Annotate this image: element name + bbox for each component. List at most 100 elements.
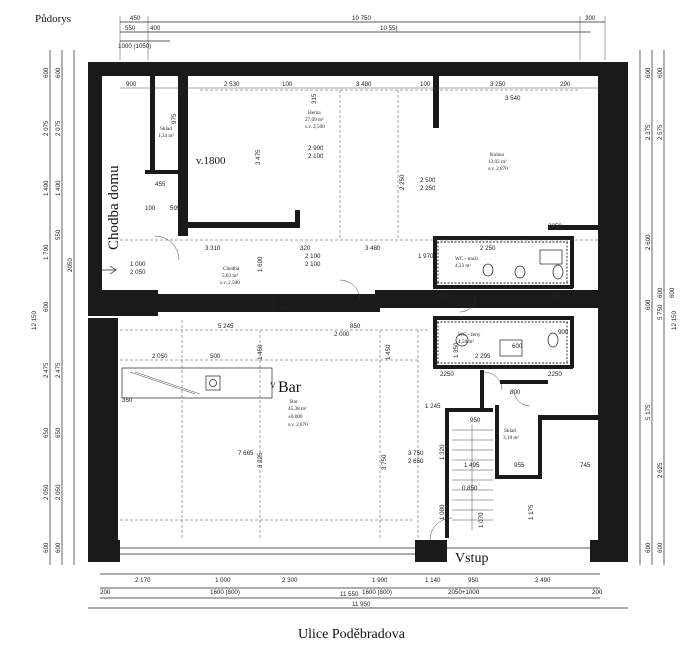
- dim-1175: 1 175: [528, 504, 535, 520]
- dim-1600: 1 600: [257, 256, 264, 272]
- dim-2250d: 2250: [548, 223, 562, 230]
- dim-r-600b: 600: [657, 67, 664, 78]
- dim-2000: 2 000: [334, 331, 350, 338]
- room-wc-muzi-name: WC - muži: [455, 256, 479, 262]
- room-bar-area: 45,38 m²: [288, 406, 307, 412]
- room-chodba-height: s.v. 2,500: [220, 280, 240, 286]
- dim-bot-1000: 1 000: [215, 577, 231, 584]
- entrance-label: Vstup: [455, 551, 488, 566]
- dim-l-2050: 2050: [67, 258, 74, 272]
- dim-r-2625: 2 625: [657, 462, 664, 478]
- room-sklad-top-area: 1,34 m²: [158, 133, 174, 139]
- wc-fixtures: [455, 249, 564, 357]
- dim-5245: 5 245: [218, 323, 234, 330]
- dim-int-100a: 100: [282, 81, 293, 88]
- corridor-label: Chodba domu: [106, 165, 122, 250]
- dim-800: 800: [510, 389, 521, 396]
- dim-bot-1140: 1 140: [425, 577, 441, 584]
- room-herna-height: s.v. 2,500: [305, 124, 325, 130]
- dim-r-5175: 5 175: [645, 404, 652, 420]
- room-bar-level: ±0,000: [288, 414, 303, 420]
- dim-l-650a: 650: [43, 427, 50, 438]
- page-title: Půdorys: [35, 13, 71, 25]
- dim-955: 955: [514, 462, 525, 469]
- room-bar-name: Bar: [290, 399, 298, 405]
- doors: [154, 235, 531, 541]
- room-kuchyne-area: 13,02 m²: [488, 159, 507, 165]
- dim-l-1700: 1 700: [43, 244, 50, 260]
- room-sklad-bottom-name: Sklad: [504, 428, 516, 434]
- interior-dimensions-misc: 975 3 475 2 900 2 100 2 250 2 500 2 250 …: [122, 113, 591, 528]
- dim-2650: 2 650: [408, 458, 424, 465]
- room-bar-height: s.v. 2,870: [288, 422, 308, 428]
- dim-r-2375: 2 375: [645, 124, 652, 140]
- room-sklad-bottom-area: 3,18 m²: [503, 435, 519, 441]
- dim-2050: 2 050: [130, 269, 146, 276]
- outer-walls: [88, 62, 628, 562]
- dim-500: 500: [210, 353, 221, 360]
- room-wc-zeny-area: 4,58 m²: [458, 339, 474, 345]
- dim-top-400: 400: [150, 25, 161, 32]
- left-dimensions: 600 600 2 075 1 400 1 700 600 2 475 650 …: [31, 50, 75, 565]
- dim-2100c: 2 100: [305, 261, 321, 268]
- dim-bot-1600a: 1600 (800): [210, 589, 240, 596]
- room-chodba: Chodba 5,03 m² s.v. 2,500: [220, 266, 240, 286]
- room-kuchyne-name: Kuhna: [490, 152, 505, 158]
- dim-top-300: 300: [585, 15, 596, 22]
- dim-2100: 2 100: [308, 153, 324, 160]
- interior-walls: [88, 76, 603, 538]
- dim-bot-200a: 200: [100, 589, 111, 596]
- dim-950: 950: [470, 417, 481, 424]
- dim-r-600f: 600: [657, 287, 664, 298]
- room-sklad-top-name: Sklad: [160, 126, 172, 132]
- dim-r-600e: 600: [645, 299, 652, 310]
- dim-l-600c: 600: [43, 301, 50, 312]
- dim-3475: 3 475: [255, 149, 262, 165]
- dim-int-290: 290: [560, 81, 571, 88]
- bar-label: Bar: [278, 379, 302, 396]
- dim-1080: 1 080: [439, 504, 446, 520]
- dim-l-2475a: 2 475: [43, 362, 50, 378]
- dim-2250c: 2 250: [480, 245, 496, 252]
- dim-1970: 1 970: [418, 253, 434, 260]
- dim-bot-2050: 2050+1000: [448, 589, 480, 596]
- room-bar: Bar 45,38 m² ±0,000 s.v. 2,870: [288, 399, 308, 428]
- dim-bot-2490: 2 490: [535, 577, 551, 584]
- chodba-fixtures: [231, 297, 275, 311]
- stairs: [452, 425, 493, 530]
- dim-2250f: 2250: [440, 293, 454, 300]
- bar-counter: [121, 367, 273, 399]
- dim-bot-200b: 200: [592, 589, 603, 596]
- dim-int-2530: 2 530: [224, 81, 240, 88]
- dim-l-2475b: 2 475: [55, 362, 62, 378]
- dim-3750: 3 750: [381, 454, 388, 470]
- dim-2250g: 2250: [440, 371, 454, 378]
- dim-bot-1600b: 1600 (800): [362, 589, 392, 596]
- top-dimensions: 450 10 750 300 550 400 10 55( 1000 (1050…: [118, 15, 606, 60]
- dim-3310: 3 310: [205, 245, 221, 252]
- dim-l-1400a: 1 400: [43, 180, 50, 196]
- dim-l-600a: 600: [43, 67, 50, 78]
- dim-595: 100: [145, 205, 156, 212]
- room-wc-muzi-area: 4,23 m²: [455, 263, 471, 269]
- dim-745: 745: [580, 462, 591, 469]
- dim-2500: 2 500: [420, 177, 436, 184]
- dim-455: 595: [170, 205, 181, 212]
- room-kuchyne: Kuhna 13,02 m² s.v. 2,870: [488, 152, 508, 172]
- dim-top-1055: 10 55(: [380, 25, 398, 32]
- dim-l-2075b: 2 075: [55, 120, 62, 136]
- dim-r-2575: 2 575: [657, 124, 664, 140]
- dim-l-2075a: 2 075: [43, 120, 50, 136]
- dim-top-1000: 1000 (1050): [118, 43, 151, 50]
- entry-arrow: [96, 265, 117, 275]
- dim-l-600e: 600: [55, 542, 62, 553]
- dim-top-550: 550: [125, 25, 136, 32]
- dim-r-12150: 12 150: [671, 311, 678, 330]
- dim-int-315: 315: [311, 93, 318, 104]
- dim-900-sklad: 455: [155, 181, 166, 188]
- dim-2250: 2 250: [399, 174, 406, 190]
- dim-l-1400b: 1 400: [55, 180, 62, 196]
- dim-7665: 7 665: [238, 450, 254, 457]
- room-wc-zeny: WC - ženy 4,58 m²: [458, 332, 481, 345]
- dim-1000: 1 000: [130, 261, 146, 268]
